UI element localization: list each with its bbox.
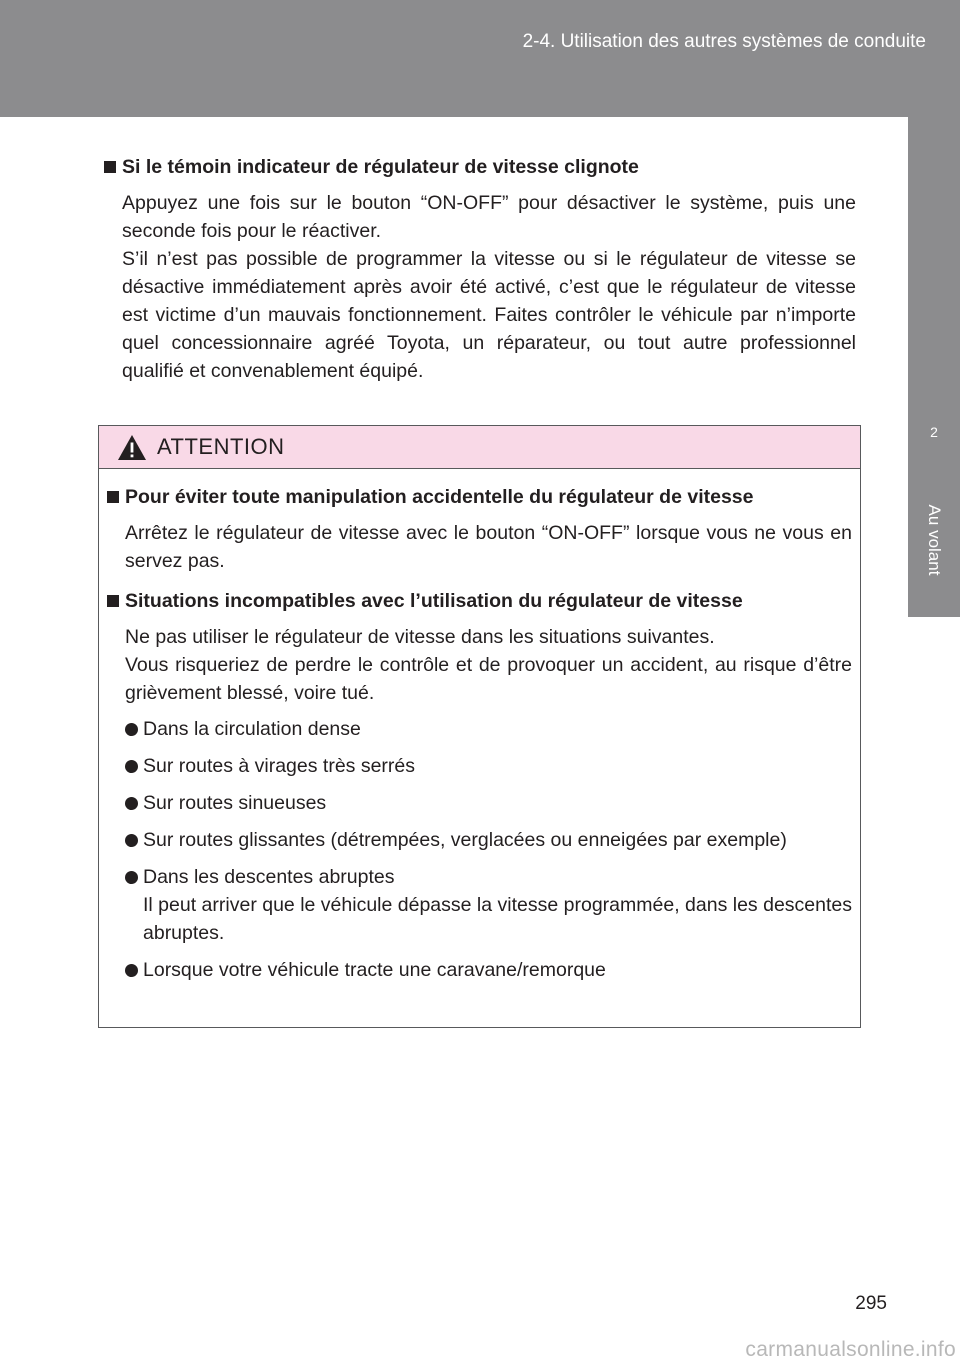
round-bullet-icon [125, 964, 138, 977]
section-paragraph-2: S’il n’est pas possible de programmer la… [122, 248, 856, 382]
round-bullet-icon [125, 797, 138, 810]
page-number: 295 [855, 1293, 887, 1314]
section-heading: Si le témoin indicateur de régulateur de… [98, 153, 856, 181]
round-bullet-icon [125, 834, 138, 847]
warning-heading-2: Situations incompatibles avec l’utilisat… [99, 587, 852, 615]
warning-header: ATTENTION [99, 426, 860, 469]
round-bullet-icon [125, 760, 138, 773]
page-header: 2-4. Utilisation des autres systèmes de … [0, 0, 960, 117]
warning-title: ATTENTION [157, 434, 285, 459]
list-item: Dans la circulation dense [125, 715, 852, 743]
list-item: Lorsque votre véhicule tracte une carava… [125, 956, 852, 984]
round-bullet-icon [125, 871, 138, 884]
list-item: Dans les descentes abruptes Il peut arri… [125, 863, 852, 947]
square-bullet-icon [107, 595, 119, 607]
warning-text-1: Arrêtez le régulateur de vitesse avec le… [125, 519, 852, 575]
side-tab [908, 117, 960, 617]
list-item-subtext: Il peut arriver que le véhicule dépasse … [143, 894, 852, 944]
main-content: Si le témoin indicateur de régulateur de… [98, 153, 856, 385]
warning-bullet-list: Dans la circulation dense Sur routes à v… [125, 715, 852, 984]
list-item: Sur routes glissantes (détrempées, vergl… [125, 826, 852, 854]
round-bullet-icon [125, 723, 138, 736]
side-tab-label: Au volant [925, 504, 944, 576]
warning-heading-1: Pour éviter toute manipulation accidente… [99, 483, 852, 511]
section-paragraph-1: Appuyez une fois sur le bouton “ON-OFF” … [122, 192, 856, 242]
warning-body: Pour éviter toute manipulation accidente… [99, 469, 860, 984]
warning-box: ATTENTION Pour éviter toute manipulation… [98, 425, 861, 1028]
warning-heading-1-text: Pour éviter toute manipulation accidente… [125, 486, 754, 508]
watermark: carmanualsonline.info [745, 1338, 956, 1361]
warning-text-2a: Ne pas utiliser le régulateur de vitesse… [125, 626, 715, 648]
section-body: Appuyez une fois sur le bouton “ON-OFF” … [122, 189, 856, 385]
square-bullet-icon [104, 161, 116, 173]
section-heading-text: Si le témoin indicateur de régulateur de… [122, 156, 639, 178]
chapter-title: 2-4. Utilisation des autres systèmes de … [522, 31, 926, 52]
square-bullet-icon [107, 491, 119, 503]
warning-text-1-para: Arrêtez le régulateur de vitesse avec le… [125, 522, 852, 572]
list-item: Sur routes à virages très serrés [125, 752, 852, 780]
list-item: Sur routes sinueuses [125, 789, 852, 817]
warning-triangle-icon [118, 435, 146, 460]
warning-text-2b: Vous risqueriez de perdre le contrôle et… [125, 654, 852, 704]
warning-text-2: Ne pas utiliser le régulateur de vitesse… [125, 623, 852, 707]
warning-heading-2-text: Situations incompatibles avec l’utilisat… [125, 590, 743, 612]
side-tab-number: 2 [930, 424, 938, 440]
